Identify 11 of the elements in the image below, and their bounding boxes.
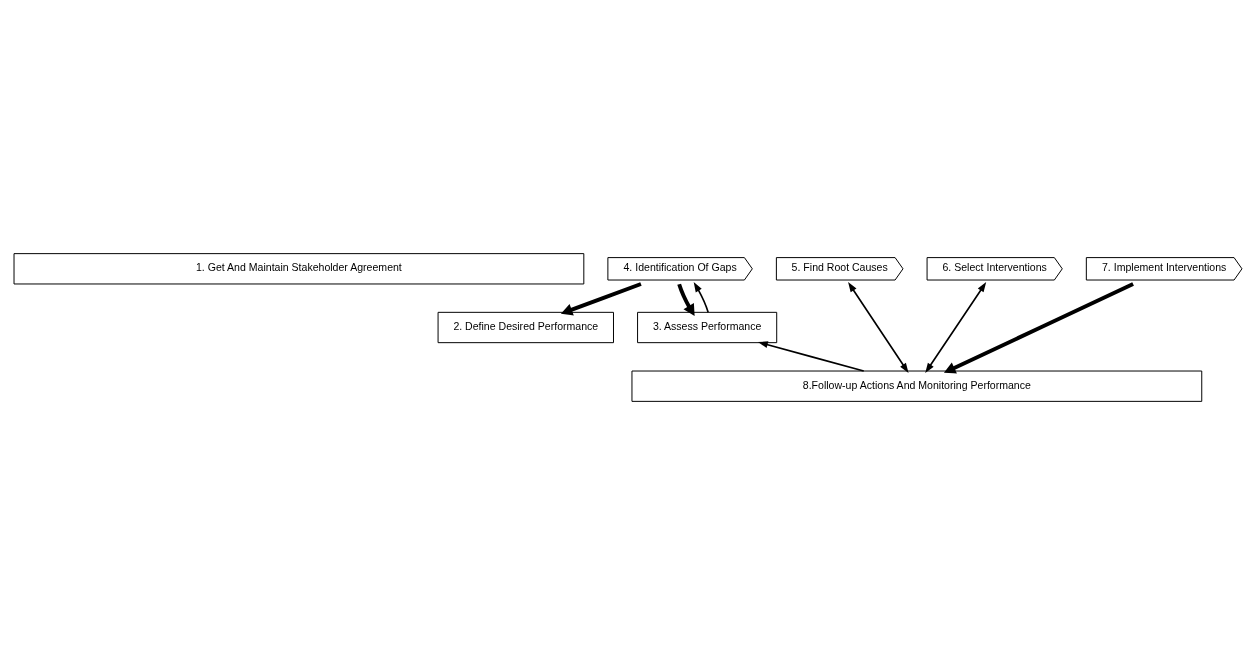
arrow <box>848 282 909 374</box>
arrow <box>943 282 1134 374</box>
arrow <box>560 282 642 316</box>
node-box: 1. Get And Maintain Stakeholder Agreement <box>13 253 585 285</box>
node-box: 8.Follow-up Actions And Monitoring Performance <box>631 370 1203 402</box>
node-box: 2. Define Desired Performance <box>437 311 614 344</box>
arrow <box>693 282 709 314</box>
arrow <box>677 283 695 316</box>
arrow <box>757 341 865 372</box>
node-box: 3. Assess Performance <box>637 311 778 344</box>
arrow <box>925 282 987 374</box>
